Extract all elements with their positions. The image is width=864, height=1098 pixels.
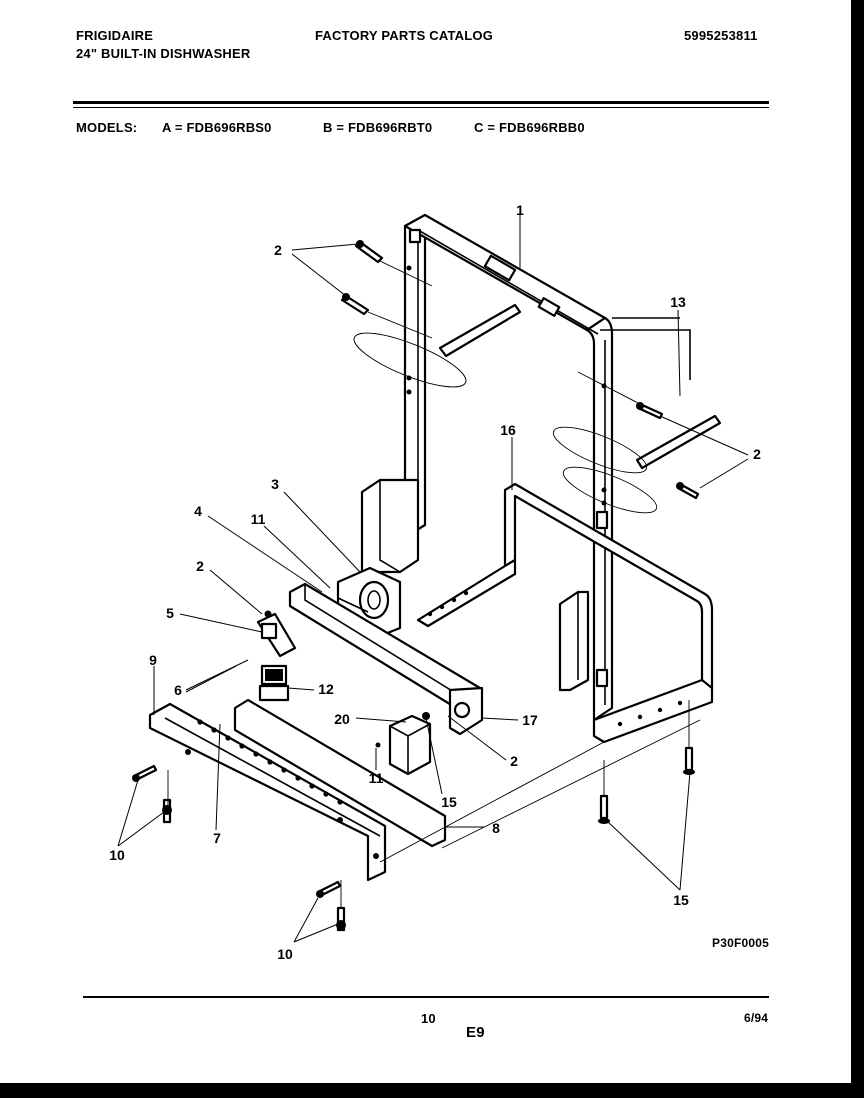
callout-17: 17 — [522, 712, 538, 728]
callout-10-bottom: 10 — [277, 946, 293, 962]
product-name: 24" BUILT-IN DISHWASHER — [76, 46, 251, 61]
header-rule-thick — [73, 101, 769, 104]
callout-2-switch-screw: 2 — [196, 558, 204, 574]
exploded-parts-diagram — [117, 213, 749, 943]
terminal-block-part — [258, 664, 290, 702]
callout-12: 12 — [318, 681, 334, 697]
callout-11-upper: 11 — [250, 511, 266, 527]
callout-15-center: 15 — [441, 794, 457, 810]
header-rule-thin — [73, 107, 769, 108]
model-b: B = FDB696RBT0 — [323, 120, 433, 135]
right-wall-bracket — [558, 590, 590, 692]
callout-9: 9 — [149, 652, 157, 668]
callout-7: 7 — [213, 830, 221, 846]
callout-8: 8 — [492, 820, 500, 836]
lower-brace — [635, 414, 722, 470]
callout-16: 16 — [500, 422, 516, 438]
callout-leaders — [117, 215, 749, 943]
toe-kick-panel-part — [148, 698, 447, 882]
brand-name: FRIGIDAIRE — [76, 28, 154, 43]
callout-13: 13 — [670, 294, 686, 310]
screw-parts — [132, 240, 700, 932]
model-a: A = FDB696RBS0 — [162, 120, 272, 135]
model-c: C = FDB696RBB0 — [474, 120, 585, 135]
control-module-part — [388, 714, 432, 776]
catalog-page: FRIGIDAIRE 24" BUILT-IN DISHWASHER FACTO… — [0, 0, 851, 1083]
tub-frame-part — [403, 213, 614, 722]
callout-15-right: 15 — [673, 892, 689, 908]
callout-11-lower: 11 — [368, 770, 384, 786]
catalog-number: 5995253811 — [684, 28, 758, 43]
catalog-title: FACTORY PARTS CATALOG — [315, 28, 494, 43]
drawing-code: P30F0005 — [712, 936, 769, 950]
callout-6: 6 — [174, 682, 182, 698]
side-rail — [600, 329, 691, 380]
callout-1: 1 — [516, 202, 524, 218]
callout-2-right-screws: 2 — [753, 446, 761, 462]
section-code: E9 — [466, 1024, 485, 1041]
callout-5: 5 — [166, 605, 174, 621]
callout-2-upper-screws: 2 — [274, 242, 282, 258]
callout-20: 20 — [334, 711, 350, 727]
models-label: MODELS: — [76, 120, 138, 135]
callout-3: 3 — [271, 476, 279, 492]
callout-4: 4 — [194, 503, 202, 519]
revision-date: 6/94 — [744, 1011, 769, 1025]
callout-10-left: 10 — [109, 847, 125, 863]
upper-brace — [438, 303, 522, 358]
footer-rule — [83, 996, 769, 998]
callout-2-bracket-screw: 2 — [510, 753, 518, 769]
bottom-frame-part — [416, 482, 714, 744]
left-wall-bracket — [360, 478, 420, 574]
page-number: 10 — [421, 1011, 436, 1026]
assembly-reference-lines — [167, 259, 701, 908]
